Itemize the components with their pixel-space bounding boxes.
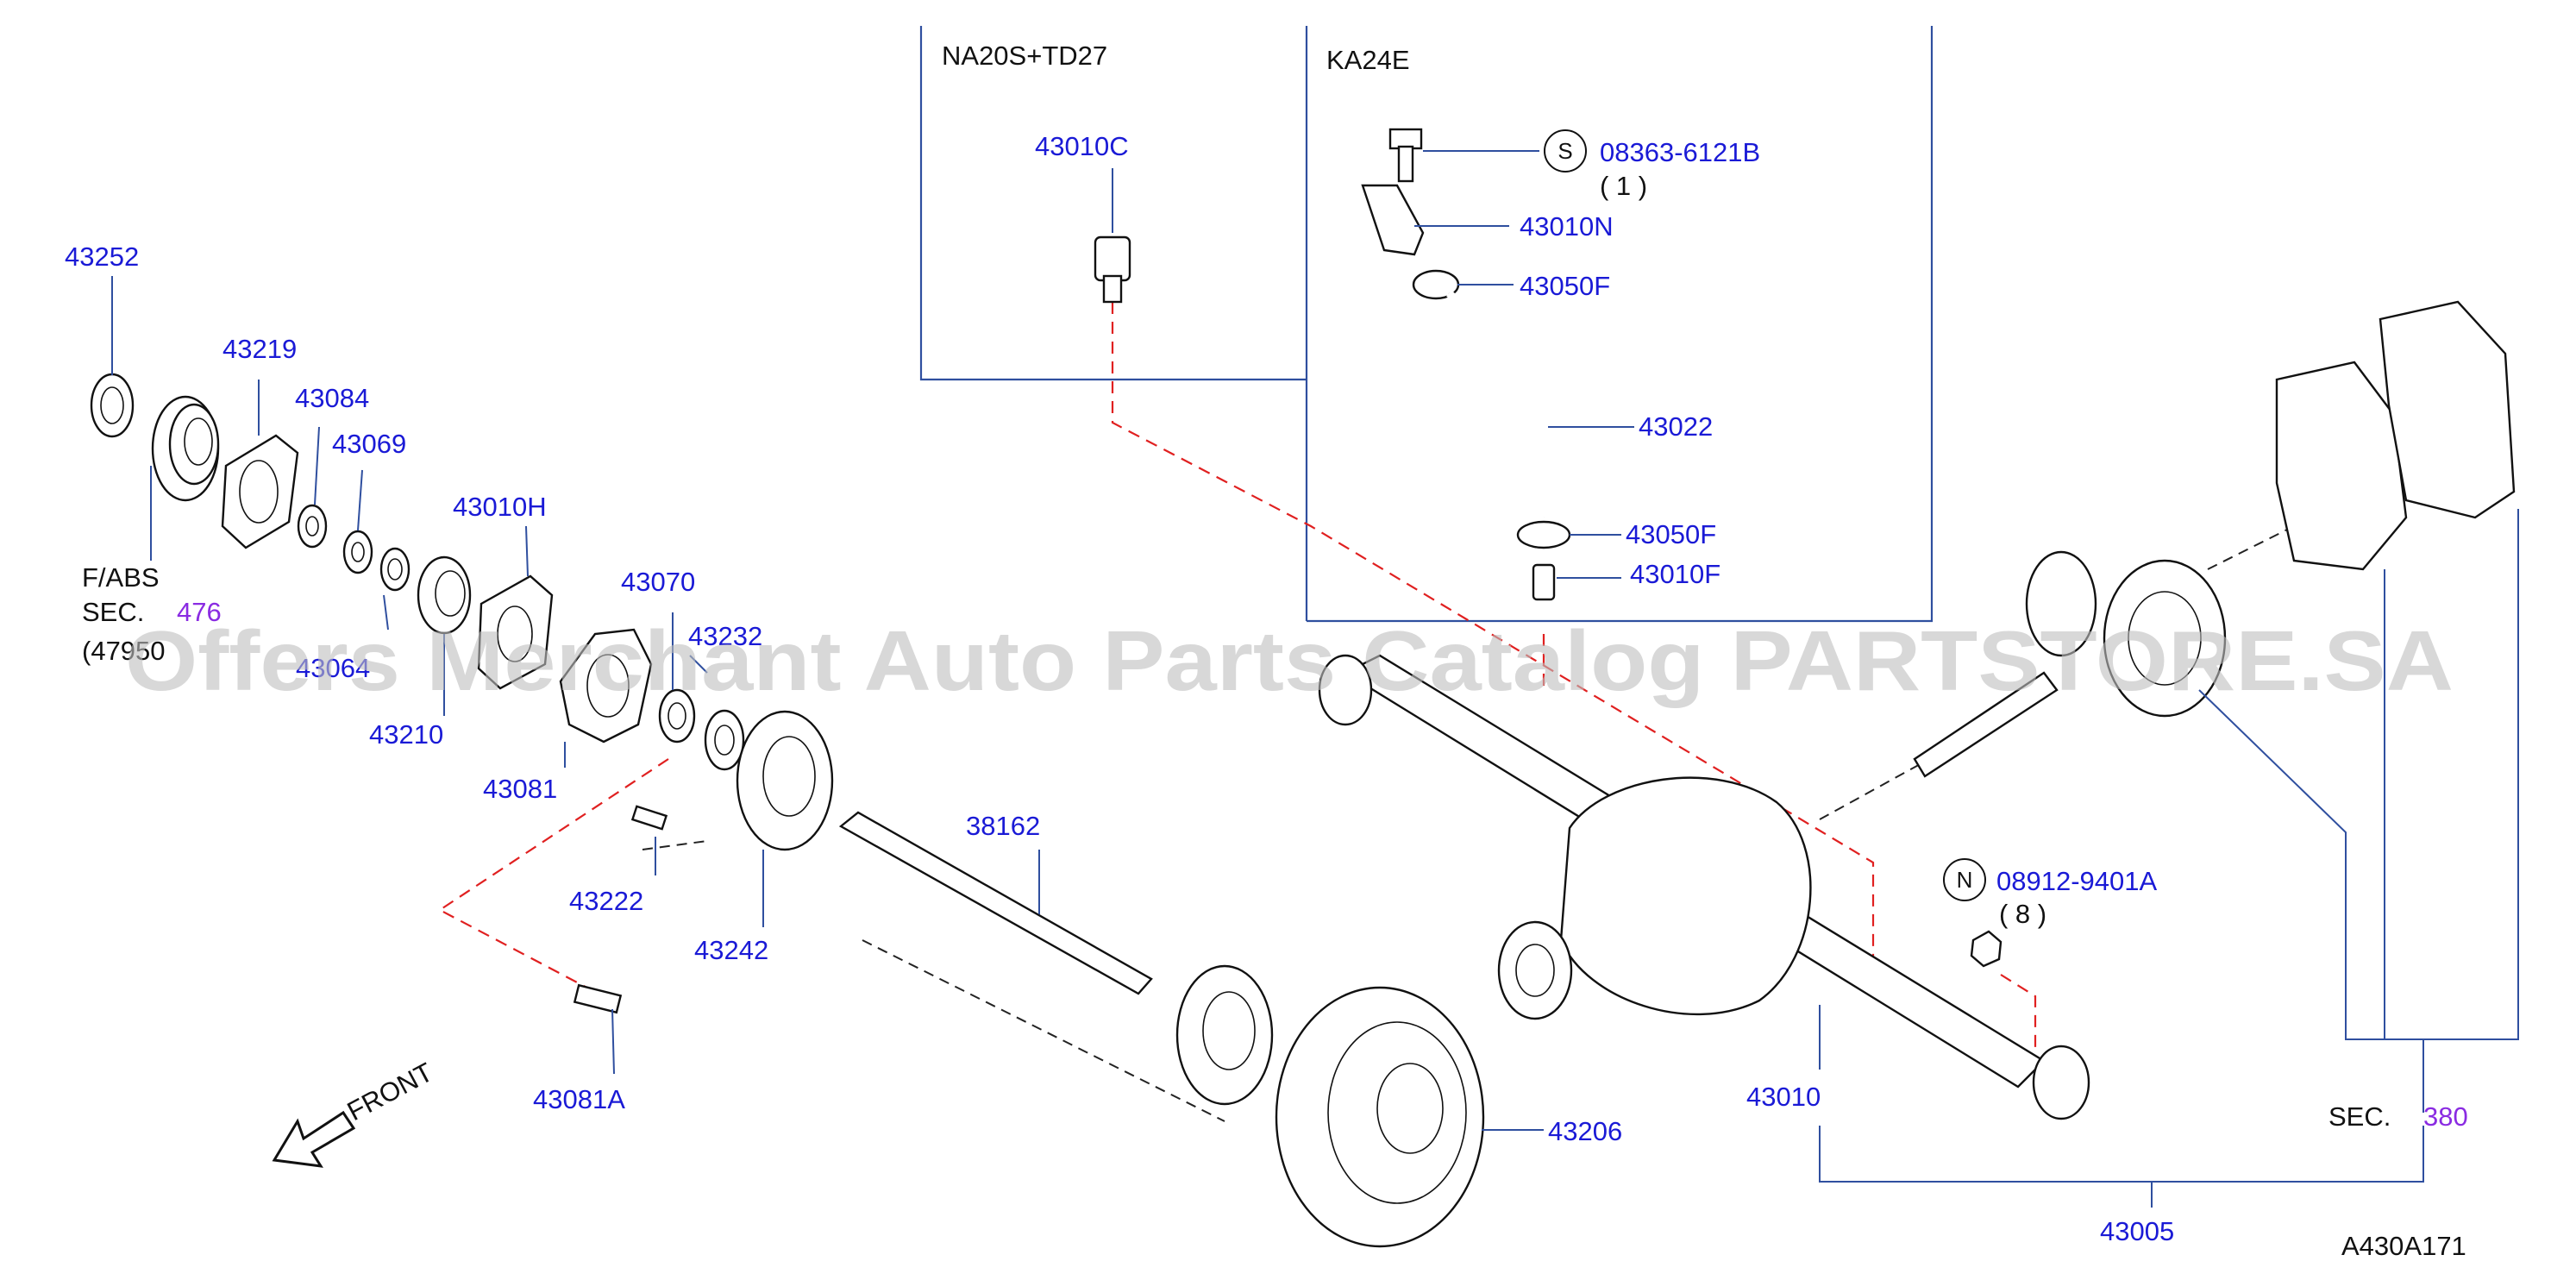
part-43064[interactable]: 43064 <box>296 653 370 683</box>
hose-43022[interactable] <box>1446 290 1548 518</box>
part-43206[interactable]: 43206 <box>1548 1116 1622 1146</box>
nut-43069[interactable] <box>342 530 373 574</box>
part-43010C[interactable]: 43010C <box>1035 131 1129 161</box>
part-43252[interactable]: 43252 <box>65 242 139 272</box>
differential-assembly[interactable] <box>1913 550 2227 778</box>
ref-sec-380[interactable]: 380 <box>2423 1101 2468 1132</box>
part-43210[interactable]: 43210 <box>369 719 443 750</box>
gasket-43219[interactable] <box>221 434 299 549</box>
part-43010H[interactable]: 43010H <box>453 492 547 522</box>
connector-43010N[interactable] <box>1361 184 1425 256</box>
part-43242[interactable]: 43242 <box>694 935 768 965</box>
ref-sec-380-prefix: SEC. <box>2328 1101 2391 1132</box>
part-43084[interactable]: 43084 <box>295 383 369 413</box>
marker-n-label: N <box>1957 867 1973 893</box>
marker-n: N <box>1943 858 1986 901</box>
ref-47950: (47950 <box>82 636 166 666</box>
part-43232[interactable]: 43232 <box>688 621 762 651</box>
part-08912-9401A[interactable]: 08912-9401A <box>1996 866 2157 896</box>
brake-drum-43206[interactable] <box>1275 986 1485 1248</box>
inset-parts <box>1094 128 1571 601</box>
ref-sec-476[interactable]: 476 <box>177 597 222 627</box>
figure-code: A430A171 <box>2341 1231 2466 1261</box>
marker-s-label: S <box>1558 138 1572 164</box>
bearing-43070[interactable] <box>704 709 745 771</box>
nut-08912[interactable] <box>1970 930 2003 968</box>
bolt-43081A[interactable] <box>573 983 623 1014</box>
hub-parts <box>90 373 834 1014</box>
bearing-43210[interactable] <box>417 555 472 635</box>
part-08363-6121B[interactable]: 08363-6121B <box>1600 137 1760 167</box>
axle-and-drum <box>838 811 1485 1248</box>
part-43010[interactable]: 43010 <box>1746 1082 1821 1112</box>
bolt-43222[interactable] <box>630 805 668 831</box>
front-label: FRONT <box>342 1057 438 1126</box>
part-43022[interactable]: 43022 <box>1639 411 1713 442</box>
group-ka24e: KA24E <box>1326 45 1410 75</box>
watermark: Offers Merchant Auto Parts Catalog PARTS… <box>125 613 2454 708</box>
ref-sec-476-prefix: SEC. <box>82 597 144 627</box>
part-43222[interactable]: 43222 <box>569 886 643 916</box>
part-43050F-upper[interactable]: 43050F <box>1520 271 1610 301</box>
part-43069[interactable]: 43069 <box>332 429 406 459</box>
clamp-43050F-lower[interactable] <box>1516 520 1571 549</box>
qty-08912: ( 8 ) <box>1999 899 2046 929</box>
part-43010F[interactable]: 43010F <box>1630 559 1720 589</box>
front-arrow-icon: FRONT <box>272 1057 438 1168</box>
diff-cover[interactable] <box>2275 300 2516 571</box>
breather-43010C[interactable] <box>1094 235 1131 304</box>
group-na20s-td27: NA20S+TD27 <box>942 41 1107 71</box>
part-43219[interactable]: 43219 <box>223 334 297 364</box>
leader-lines <box>111 150 2519 1208</box>
ref-fabs: F/ABS <box>82 562 160 593</box>
oil-seal-43252[interactable] <box>90 373 135 438</box>
housing-43081[interactable] <box>559 628 653 744</box>
marker-s: S <box>1544 129 1587 173</box>
spacer-43064[interactable] <box>379 547 411 592</box>
axle-shaft-38162[interactable] <box>838 811 1274 1106</box>
part-43010N[interactable]: 43010N <box>1520 211 1614 242</box>
bearing-43252[interactable] <box>151 395 220 502</box>
seal-43232[interactable] <box>658 688 696 744</box>
part-43050F-lower[interactable]: 43050F <box>1626 519 1716 549</box>
backing-plate-43242[interactable] <box>736 710 834 851</box>
lock-washer-43084[interactable] <box>297 504 328 549</box>
part-43081[interactable]: 43081 <box>483 774 557 804</box>
part-43081A[interactable]: 43081A <box>533 1084 625 1114</box>
part-38162[interactable]: 38162 <box>966 811 1040 841</box>
inset-boxes <box>919 26 1934 623</box>
breather-43010F[interactable] <box>1532 563 1556 601</box>
part-43070[interactable]: 43070 <box>621 567 695 597</box>
part-43005[interactable]: 43005 <box>2100 1216 2174 1246</box>
bolt-08363[interactable] <box>1388 128 1423 183</box>
qty-08363: ( 1 ) <box>1600 171 1647 201</box>
axle-housing-43010[interactable] <box>1318 654 2090 1120</box>
plate-43010H[interactable] <box>477 574 554 690</box>
